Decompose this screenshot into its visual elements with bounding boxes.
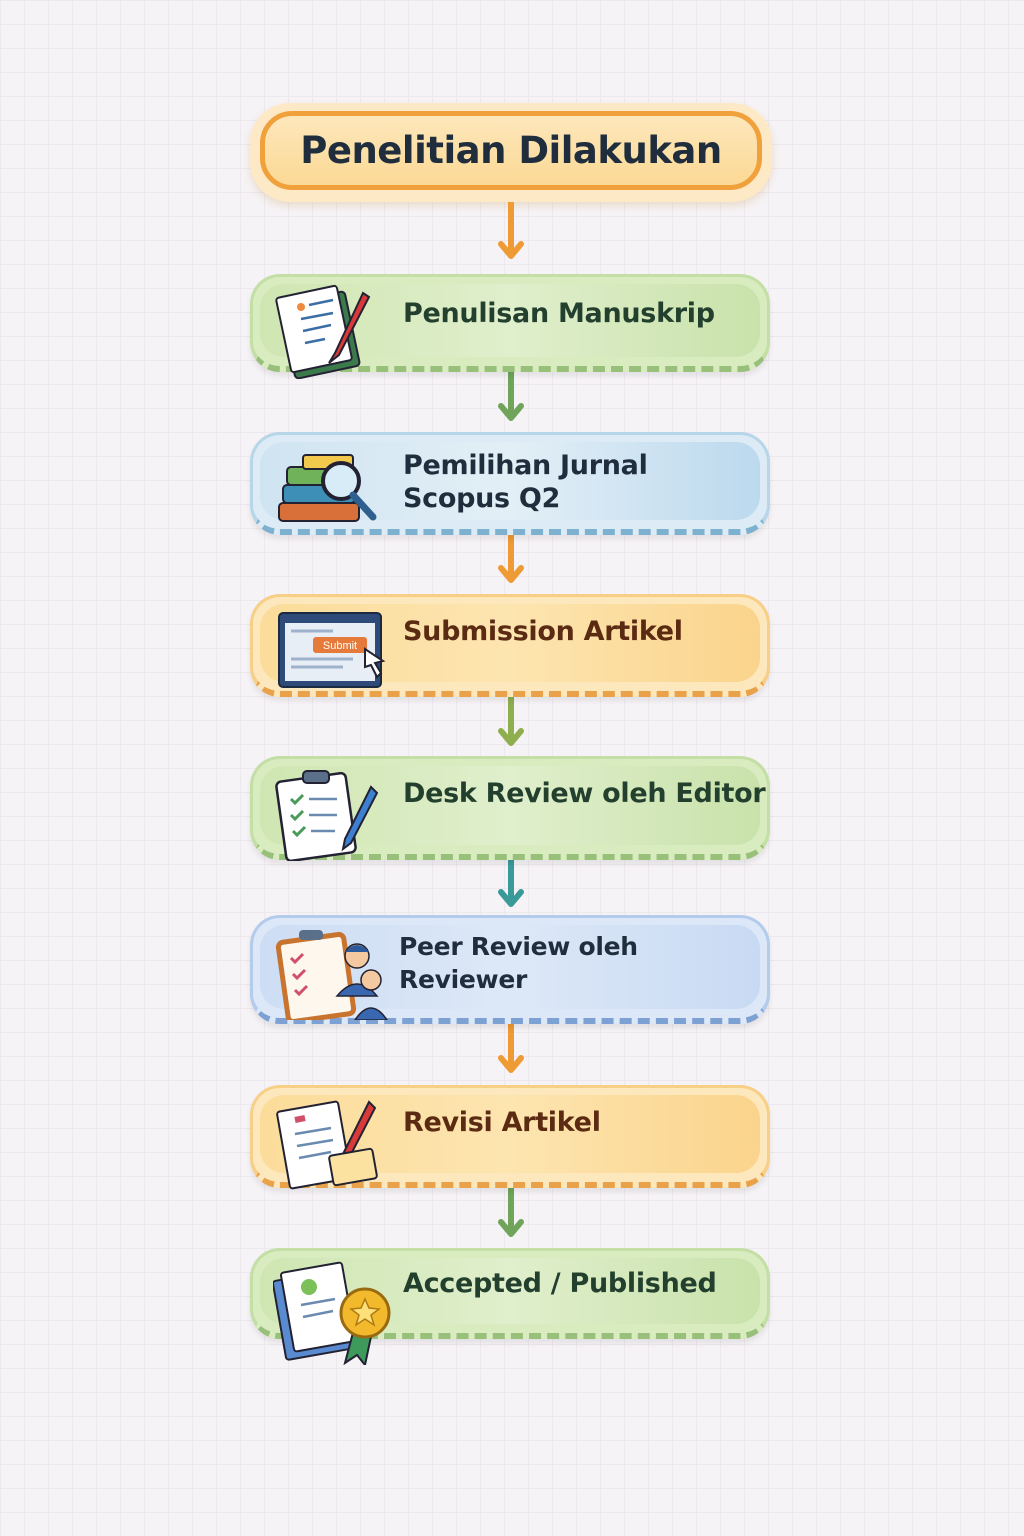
step-label: Accepted / Published (403, 1268, 717, 1299)
step-label: Desk Review oleh Editor (403, 778, 766, 809)
step-label: Submission Artikel (403, 616, 683, 647)
step-label-line2: Scopus Q2 (403, 483, 561, 514)
books-magnifier-icon (278, 454, 377, 522)
step-revisi-artikel: Revisi Artikel (250, 1085, 770, 1190)
step-desk-review: Desk Review oleh Editor (250, 756, 770, 861)
step-submission-artikel: Submit Submission Artikel (250, 594, 770, 697)
step-peer-review: Peer Review oleh Reviewer (250, 915, 770, 1024)
arrow-down-icon (498, 1020, 524, 1073)
arrow-down-icon (498, 856, 524, 907)
step-label: Revisi Artikel (403, 1107, 601, 1138)
submit-screen-icon: Submit (278, 612, 386, 688)
step-penulisan-manuskrip: Penulisan Manuskrip (250, 274, 770, 379)
start-node-title: Penelitian Dilakukan (300, 129, 722, 172)
arrow-down-icon (498, 532, 524, 583)
step-label: Peer Review oleh Reviewer (399, 932, 638, 994)
arrow-down-icon (498, 1184, 524, 1237)
notebook-pencil-icon (275, 284, 371, 379)
reviewers-clipboard-icon (275, 930, 388, 1020)
start-node: Penelitian Dilakukan (250, 103, 772, 202)
clipboard-checklist-icon (275, 770, 379, 861)
step-pemilihan-jurnal: Pemilihan Jurnal Scopus Q2 (250, 432, 770, 535)
document-revision-icon (276, 1100, 378, 1190)
award-medal-icon (273, 1261, 391, 1365)
step-label: Penulisan Manuskrip (403, 298, 715, 329)
step-accepted-published: Accepted / Published (250, 1248, 770, 1365)
arrow-down-icon (498, 202, 524, 259)
arrow-down-icon (498, 693, 524, 746)
start-node-frame: Penelitian Dilakukan (260, 111, 762, 190)
submit-button-text: Submit (323, 640, 357, 652)
step-label-line1: Pemilihan Jurnal (403, 450, 648, 481)
arrow-down-icon (498, 368, 524, 421)
